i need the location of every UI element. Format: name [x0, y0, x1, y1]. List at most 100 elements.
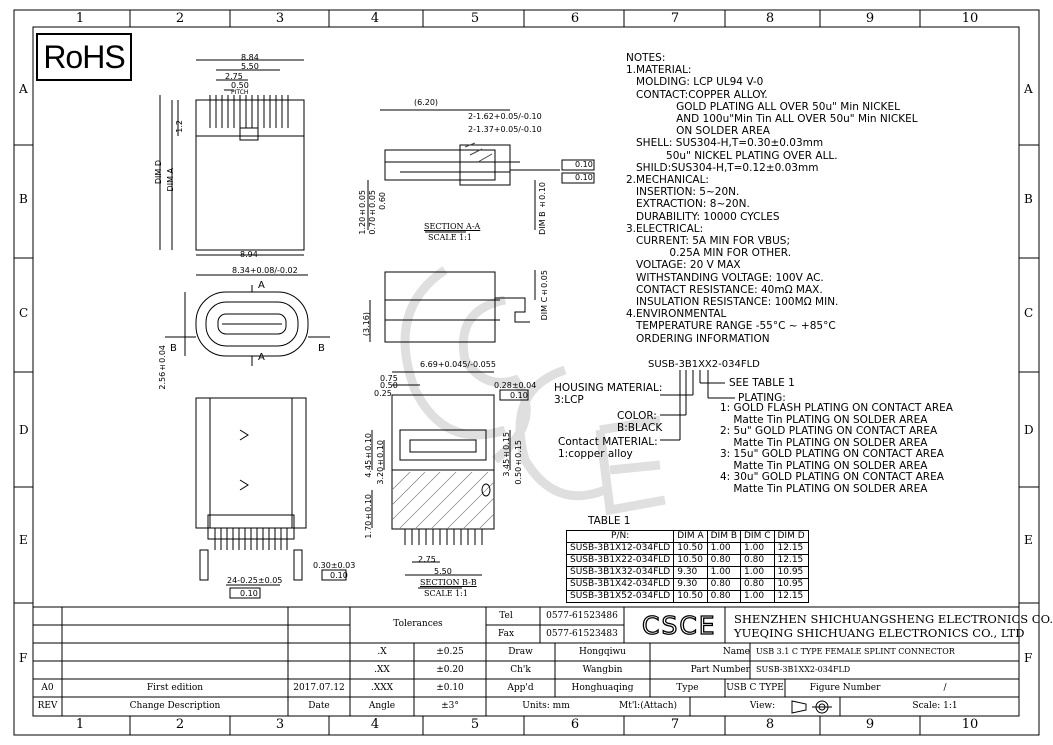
dim-pitch: PITCH	[231, 89, 249, 96]
notes-line: NOTES:	[626, 52, 666, 64]
figure-value: /	[943, 683, 947, 693]
dim-620: (6.20)	[414, 98, 439, 107]
table-cell: 10.50	[673, 590, 708, 603]
grid-row-e-right: E	[1024, 533, 1033, 547]
tol-xxx-fmt: .XXX	[370, 683, 394, 693]
grid-row-d: D	[19, 423, 29, 437]
ordering-contact-title: Contact MATERIAL:	[558, 436, 658, 448]
table-cell: 0.80	[706, 554, 742, 567]
grid-col-7-bottom: 7	[670, 717, 680, 732]
notes-line: INSULATION RESISTANCE: 100MΩ MIN.	[626, 296, 839, 309]
title-block-lines	[33, 606, 1019, 716]
dim-pin-030: 0.30±0.03	[313, 561, 356, 570]
notes-line: EXTRACTION: 8~20N.	[626, 198, 750, 211]
table-cell: 12.15	[773, 542, 809, 555]
chk-label: Ch'k	[510, 665, 531, 675]
notes-line: CONTACT RESISTANCE: 40mΩ MAX.	[626, 283, 823, 296]
grid-col-5-bottom: 5	[470, 717, 480, 732]
tol-x-fmt: .X	[377, 647, 387, 657]
figure-label: Figure Number	[809, 683, 881, 693]
bottom-view-pins	[214, 528, 288, 550]
grid-col-3: 3	[275, 11, 285, 26]
section-b-marker-right: B	[318, 343, 325, 354]
ordering-housing-value: 3:LCP	[554, 394, 584, 406]
notes-line: SHILD:SUS304-H,T=0.12±0.03mm	[626, 161, 819, 174]
grid-row-a: A	[19, 82, 28, 96]
tel-value: 0577-61523486	[546, 611, 618, 621]
table-cell: 10.50	[673, 542, 708, 555]
notes-line: 1.MATERIAL:	[626, 64, 692, 77]
table-cell: SUSB-3B1X52-034FLD	[565, 590, 675, 603]
ordering-plating-list: 1: GOLD FLASH PLATING ON CONTACT AREA Ma…	[720, 402, 953, 495]
grid-col-2-bottom: 2	[175, 717, 185, 732]
notes-line: TEMPERATURE RANGE -55°C ~ +85°C	[626, 320, 836, 333]
ordering-plating-title: PLATING:	[738, 392, 786, 404]
dim-550-bb: 5.50	[434, 567, 452, 576]
section-a-marker-bottom: A	[258, 352, 265, 363]
table-cell: 9.30	[673, 578, 708, 591]
dim-320: 3.20±0.10	[376, 440, 385, 485]
notes-line: 4.ENVIRONMENTAL	[626, 308, 727, 321]
table-cell: SUSB-3B1X22-034FLD	[565, 554, 675, 567]
notes-line: MOLDING: LCP UL94 V-0	[626, 76, 764, 89]
table-cell: 12.15	[773, 590, 809, 603]
grid-col-5: 5	[470, 11, 480, 26]
type-label: Type	[676, 683, 699, 693]
dim-050-top: 0.50	[231, 81, 249, 90]
rev-date: 2017.07.12	[293, 683, 345, 693]
notes-line: GOLD PLATING ALL OVER 50u" Min NICKEL	[626, 100, 900, 113]
table-cell: 1.00	[706, 566, 742, 579]
grid-col-1: 1	[75, 11, 85, 26]
grid-row-e: E	[19, 533, 28, 547]
table-cell: 0.80	[740, 554, 775, 567]
change-description-label: Change Description	[129, 701, 221, 711]
grid-col-10-bottom: 10	[961, 717, 979, 732]
dim-c-label: DIM C±0.05	[540, 270, 549, 321]
table1-header-cell: DIM A	[673, 530, 708, 543]
draw-value: Hongqiwu	[579, 647, 626, 657]
grid-col-7: 7	[670, 11, 680, 26]
chk-value: Wangbin	[582, 665, 623, 675]
tol-xx-val: ±0.20	[436, 665, 464, 675]
dim-pin-010: 0.10	[240, 589, 258, 598]
column-ticks	[14, 10, 1039, 735]
appd-value: Honghuaqing	[571, 683, 634, 693]
notes-line: ON SOLDER AREA	[626, 125, 770, 138]
ordering-color-title: COLOR:	[617, 410, 657, 422]
appd-label: App'd	[507, 683, 534, 693]
tol-x-val: ±0.25	[436, 647, 464, 657]
scale-label: Scale: 1:1	[912, 701, 958, 711]
top-view-pins	[209, 95, 289, 128]
dim-834: 8.34+0.08/-0.02	[232, 266, 298, 275]
notes-line: DURABILITY: 10000 CYCLES	[626, 210, 780, 223]
dim-025: 0.25	[374, 389, 392, 398]
plating-line: 4: 30u" GOLD PLATING ON CONTACT AREA	[720, 471, 944, 483]
tol-xx-fmt: .XX	[374, 665, 390, 675]
tel-label: Tel	[499, 611, 513, 621]
dim-050-bb: 0.50	[380, 381, 398, 390]
side-view	[369, 270, 536, 343]
section-aa-title: SECTION A-A	[424, 222, 481, 231]
grid-col-10: 10	[961, 11, 979, 26]
table-cell: 10.95	[773, 566, 809, 579]
csce-logo: CSCE	[641, 610, 717, 640]
dim-275-bb: 2.75	[418, 555, 436, 564]
dim-170: 1.70±0.10	[364, 494, 373, 539]
notes-line: 50u" NICKEL PLATING OVER ALL.	[626, 149, 838, 162]
name-label: Name	[722, 647, 750, 657]
table-cell: 1.00	[740, 542, 775, 555]
table1-header-cell: P/N:	[565, 530, 675, 543]
table-cell: 0.80	[740, 578, 775, 591]
dim-pin-24: 24-0.25±0.05	[227, 576, 283, 585]
flatness-1: 0.10	[575, 160, 593, 169]
projection-symbol	[791, 700, 832, 714]
table-cell: 1.00	[706, 542, 742, 555]
plating-line: Matte Tin PLATING ON SOLDER AREA	[720, 413, 928, 426]
dim-060: 0.60	[378, 192, 387, 210]
ordering-contact-value: 1:copper alloy	[558, 448, 633, 460]
section-bb	[371, 371, 529, 589]
dim-550-top: 5.50	[241, 62, 259, 71]
ordering-see-table: SEE TABLE 1	[729, 377, 795, 389]
section-a-marker-top: A	[258, 280, 265, 291]
